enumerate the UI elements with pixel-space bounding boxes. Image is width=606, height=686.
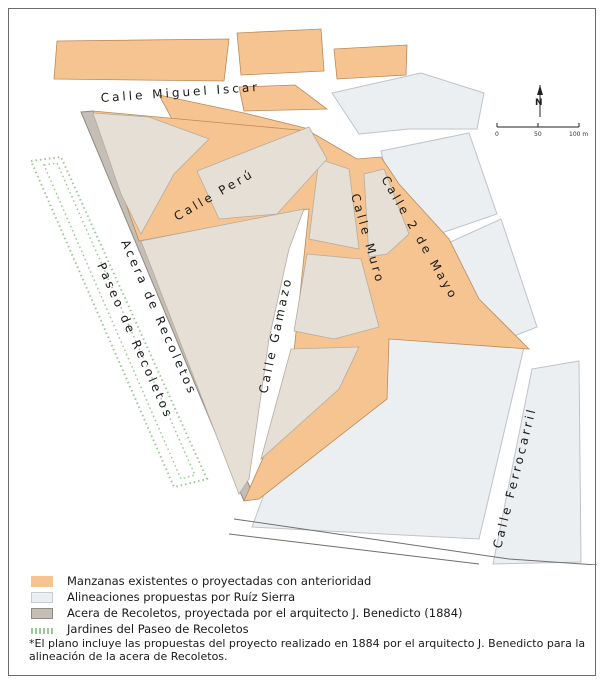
existing-block-iscar xyxy=(238,84,329,112)
scale-label-50: 50 xyxy=(534,131,542,138)
street-plan: Calle Miguel Iscar Calle Perú Acera de R… xyxy=(29,28,597,565)
legend-label-existing: Manzanas existentes o proyectadas con an… xyxy=(67,574,372,588)
legend-label-jardines: Jardines del Paseo de Recoletos xyxy=(67,622,249,636)
land-block-gamazo-east-m xyxy=(293,253,380,340)
edge-bottom-road xyxy=(233,518,597,565)
legend-item-proposed: Alineaciones propuestas por Ruíz Sierra xyxy=(31,589,463,605)
legend-swatch-existing xyxy=(31,575,53,587)
legend-swatch-jardines xyxy=(31,627,53,634)
proposed-block-1 xyxy=(331,72,485,135)
legend-item-existing: Manzanas existentes o proyectadas con an… xyxy=(31,573,463,589)
legend-label-acera: Acera de Recoletos, proyectada por el ar… xyxy=(67,606,463,620)
legend-swatch-acera xyxy=(31,607,53,619)
scale-label-0: 0 xyxy=(495,131,499,138)
map-frame: Calle Miguel Iscar Calle Perú Acera de R… xyxy=(8,8,597,676)
legend-item-acera: Acera de Recoletos, proyectada por el ar… xyxy=(31,605,463,621)
existing-block-top-left xyxy=(53,38,230,82)
legend-swatch-proposed xyxy=(31,591,53,603)
jardines-paseo-recoletos xyxy=(29,155,209,489)
proposed-block-4 xyxy=(492,360,582,565)
land-block-west-south xyxy=(140,208,305,495)
existing-block-top-right xyxy=(333,44,408,80)
legend-label-proposed: Alineaciones propuestas por Ruíz Sierra xyxy=(67,590,296,604)
footnote: *El plano incluye las propuestas del pro… xyxy=(29,637,586,663)
edge-bottom-road-2 xyxy=(228,533,480,565)
land-block-gamazo-east-s xyxy=(260,346,360,461)
north-label: N xyxy=(535,98,543,108)
land-block-west-north xyxy=(92,112,210,235)
legend-item-jardines: Jardines del Paseo de Recoletos xyxy=(31,621,463,637)
legend: Manzanas existentes o proyectadas con an… xyxy=(31,573,463,637)
scale-bar: 0 50 100 m xyxy=(495,123,588,138)
land-block-peru-top xyxy=(196,126,328,220)
land-block-gamazo-east-n xyxy=(308,158,360,250)
land-blocks xyxy=(92,112,410,495)
north-arrow: N xyxy=(535,85,543,117)
scale-label-100: 100 m xyxy=(569,131,588,138)
land-block-muro xyxy=(363,168,410,258)
street-edges xyxy=(228,518,597,565)
existing-block-top-mid xyxy=(236,28,325,76)
